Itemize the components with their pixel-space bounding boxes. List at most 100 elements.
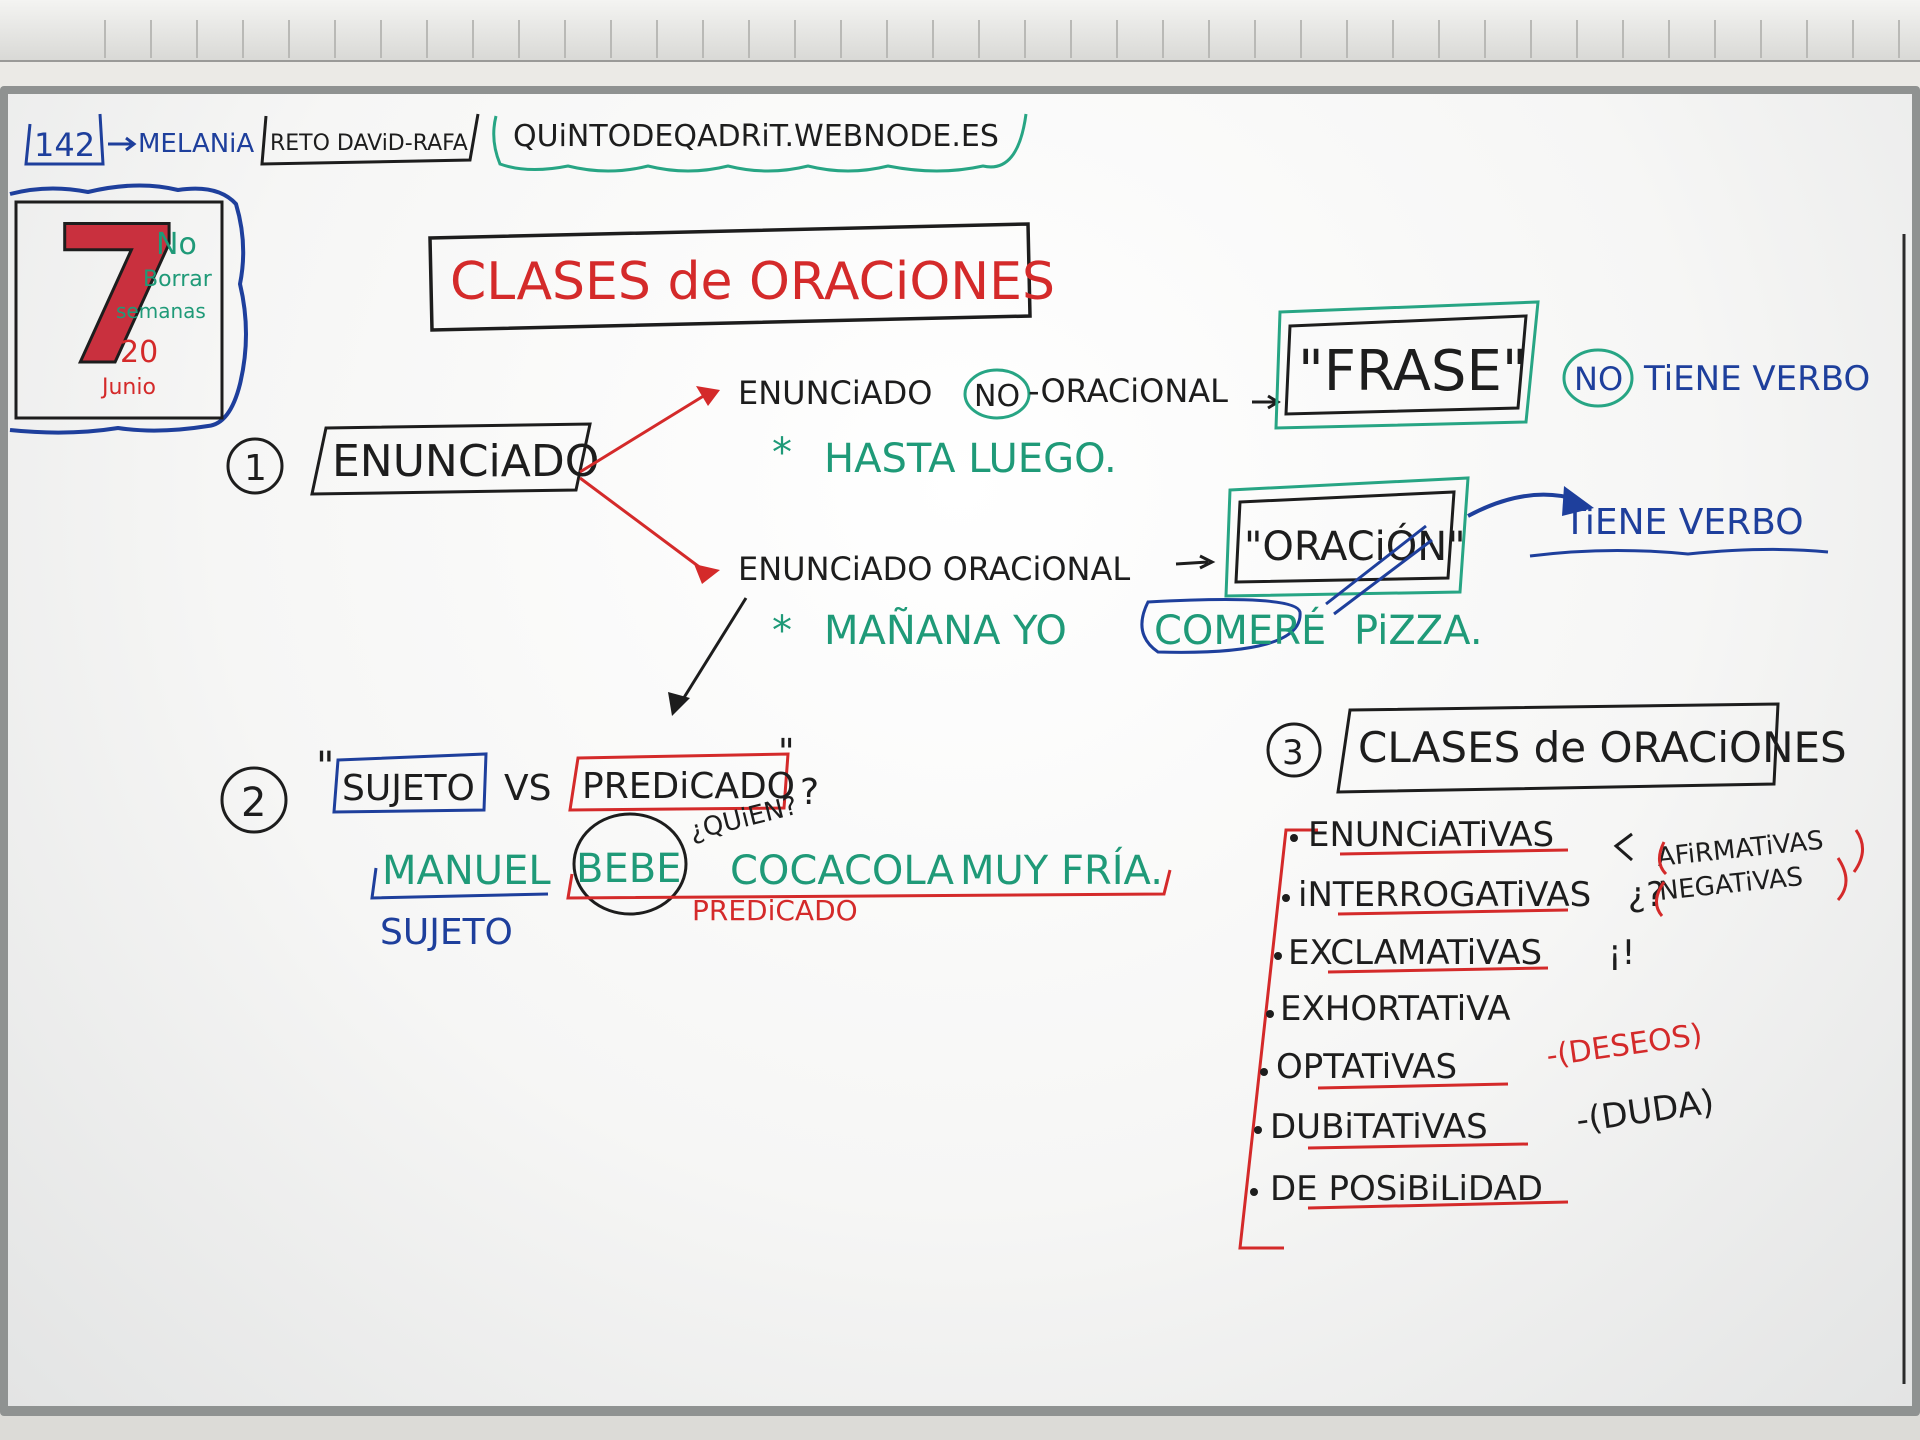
rail-ticks (60, 20, 1900, 58)
calendar-line2: Borrar (143, 267, 213, 292)
bullet (1260, 1068, 1268, 1076)
arrow-head-tiene (1562, 486, 1594, 516)
open-quote: " (316, 744, 334, 790)
whiteboard-drawing: 142 MELANiA RETO DAViD-RAFA QUiNTODEQADR… (9, 113, 1906, 1384)
website-cloud (492, 113, 1028, 173)
list-bracket (1238, 828, 1318, 1250)
calendar-frame (14, 200, 224, 420)
predicate-underline (566, 869, 1172, 900)
marker-rail (0, 0, 1920, 62)
top-note-circled: NO (1574, 360, 1623, 398)
header-name: MELANiA (138, 129, 254, 159)
section2-number-circle (220, 766, 288, 834)
label-predicate: PREDiCADO (692, 894, 858, 927)
top-branch-pre: ENUNCiADO (738, 374, 932, 412)
underline (1339, 848, 1569, 856)
arrow-to-oracion (1175, 554, 1216, 570)
predicado-box (568, 752, 790, 812)
list-item: EXCLAMATiVAS (1288, 933, 1542, 973)
title-box (428, 222, 1032, 332)
no-circle-2 (1562, 348, 1634, 408)
sujeto-box (332, 752, 488, 814)
frase-box-inner (1284, 314, 1528, 416)
branch-arrow-top-head (696, 386, 720, 406)
subject-underline (370, 867, 549, 900)
sentence-rest1: COCACOLA (730, 848, 955, 894)
sujeto-label: SUJETO (342, 768, 475, 809)
question-mark: ? (800, 772, 819, 813)
top-branch-post: -ORACiONAL (1028, 372, 1228, 410)
list-item: ENUNCiATiVAS (1308, 815, 1554, 855)
arrow-to-frase (1252, 394, 1281, 410)
calendar-box: 7 No Borrar semanas 20 Junio (9, 183, 248, 435)
top-branch-circled: NO (974, 379, 1020, 414)
asterisk-icon: * (772, 430, 792, 476)
list-item-extra: -(DUDA) (1574, 1082, 1717, 1141)
underline (1307, 1200, 1569, 1210)
no-circle-1 (963, 368, 1031, 420)
list-item-extra: ¡! (1608, 933, 1635, 973)
predicado-label: PREDiCADO (582, 766, 795, 807)
enunciado-box (310, 422, 592, 496)
header-reto: RETO DAViD-RAFA (270, 131, 468, 156)
section3-number-circle (1266, 722, 1322, 778)
close-quote: " (778, 732, 795, 773)
bottom-branch-label: ENUNCiADO ORACiONAL (738, 550, 1130, 588)
section2-number: 2 (241, 780, 266, 826)
arrow-to-section2 (678, 597, 748, 705)
bebe-circle (572, 812, 688, 916)
sub-parentheses (1655, 829, 1864, 917)
underline (1327, 966, 1549, 974)
oracion-label: "ORACiÓN" (1244, 522, 1466, 570)
list-item: DUBiTATiVAS (1270, 1107, 1488, 1147)
list-item: EXHORTATiVA (1280, 989, 1511, 1029)
class-list: ENUNCiATiVAS iNTERROGATiVAS ¿? EXCLAMATi… (1270, 815, 1717, 1209)
branch-arrow-bottom-head (694, 564, 720, 584)
section-3: 3 CLASES de ORACiONES ENUNCiATiVAS iNTER… (1238, 702, 1864, 1250)
label-subject: SUJETO (380, 912, 513, 953)
bullet (1274, 952, 1282, 960)
underline (1337, 908, 1569, 916)
calendar-month: Junio (100, 375, 156, 400)
calendar-big-number: 7 (52, 186, 184, 407)
enunciado-label: ENUNCiADO (332, 436, 599, 487)
oracion-box-outer (1224, 476, 1470, 598)
title-text: CLASES de ORACiONES (450, 252, 1055, 312)
bullet (1282, 894, 1290, 902)
vs-label: VS (504, 768, 551, 809)
top-note: TiENE VERBO (1643, 359, 1870, 399)
underline (1317, 1082, 1509, 1090)
whiteboard: 142 MELANiA RETO DAViD-RAFA QUiNTODEQADR… (8, 94, 1912, 1406)
frase-label: "FRASE" (1298, 339, 1528, 404)
underlines (1307, 848, 1569, 1210)
frase-box-outer (1274, 300, 1540, 430)
bottom-example-a: MAÑANA YO (824, 606, 1067, 654)
bottom-note: TiENE VERBO (1563, 502, 1804, 543)
header: 142 MELANiA RETO DAViD-RAFA QUiNTODEQADR… (24, 113, 1028, 173)
sentence-rest2: MUY FRÍA. (960, 846, 1163, 894)
top-example: HASTA LUEGO. (824, 436, 1117, 482)
sentence-verb: BEBE (576, 846, 681, 892)
number-box (24, 113, 105, 166)
arrow-head-section2 (668, 692, 690, 716)
underline (1307, 1142, 1529, 1150)
bottom-example-b: PiZZA. (1354, 608, 1483, 654)
calendar-wavy-border (9, 183, 248, 435)
section-1: 1 ENUNCiADO ENUNCiADO NO -ORACiONAL "FRA… (226, 300, 1870, 716)
bullet (1266, 1010, 1274, 1018)
bullet (1250, 1188, 1258, 1196)
bottom-example-verb: COMERÉ (1154, 606, 1326, 654)
calendar-line3: semanas (116, 299, 206, 323)
arrow-icon (108, 136, 137, 152)
list-item: iNTERROGATiVAS (1298, 875, 1591, 915)
section3-title-box (1336, 702, 1780, 794)
section1-number: 1 (244, 448, 267, 489)
branch-arrows (579, 390, 711, 574)
tiene-verbo-underline (1529, 547, 1829, 558)
section3-title: CLASES de ORACiONES (1358, 723, 1847, 772)
calendar-day: 20 (120, 335, 158, 370)
asterisk-icon-2: * (772, 608, 792, 654)
comere-box (1140, 598, 1302, 654)
section-2: 2 " SUJETO VS PREDiCADO " ? ¿QUiEN? MANU… (220, 732, 1172, 953)
list-item-extra: -(DESEOS) (1544, 1017, 1704, 1074)
